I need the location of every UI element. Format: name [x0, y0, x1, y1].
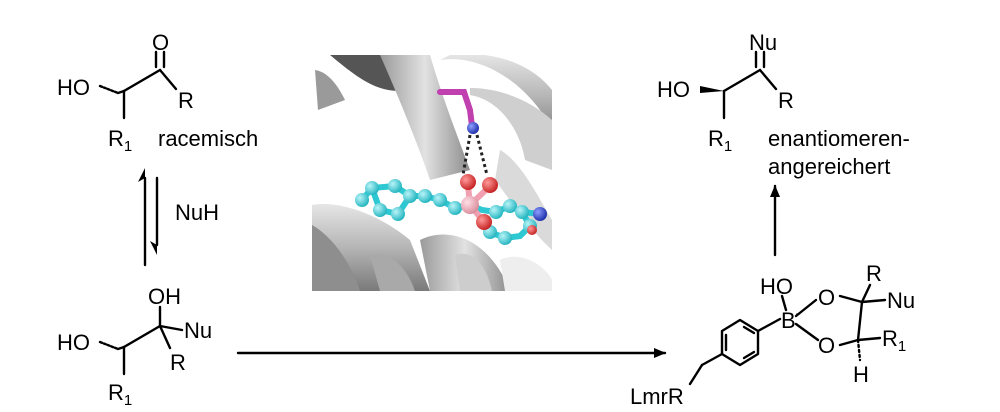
hydroxy-top-label: OH: [148, 284, 181, 309]
boron-label: B-: [781, 305, 801, 333]
r-group-label: R: [866, 261, 882, 286]
carbonyl-oxygen-label: O: [152, 30, 169, 55]
lmrr-protein-label: LmrR: [630, 384, 684, 409]
nucleophile-adduct: OH HO Nu R R1: [57, 284, 212, 409]
r1-label: R1: [708, 126, 732, 155]
racemic-note: racemisch: [158, 126, 258, 151]
nucleophile-label: Nu: [184, 318, 212, 343]
enantioenriched-note-line2: angereichert: [768, 154, 890, 179]
racemic-hydroxy-ketone: HO O R R1 racemisch: [57, 30, 258, 155]
equilibrium-arrows: NuH: [138, 168, 219, 267]
nucleophile-reagent-label: NuH: [175, 200, 219, 225]
hydroxy-label: HO: [57, 75, 90, 100]
enantioenriched-note-line1: enantiomeren-: [768, 126, 910, 151]
protein-binding-site-image: [312, 55, 552, 291]
r1-label: R1: [108, 380, 132, 409]
nucleophile-label: Nu: [887, 288, 915, 313]
ring-oxygen-top-label: O: [818, 285, 835, 310]
boron-hydroxy-label: HO: [760, 274, 793, 299]
r1-label: R1: [108, 126, 132, 155]
ring-oxygen-bottom-label: O: [818, 333, 835, 358]
r1-label: R1: [882, 326, 906, 355]
hydroxy-label: HO: [657, 77, 690, 102]
r-group-label: R: [178, 88, 194, 113]
hydrogen-label: H: [853, 362, 869, 387]
boronate-complex: HO B- O O R Nu R1 H LmrR: [630, 261, 915, 409]
r-group-label: R: [778, 88, 794, 113]
r-group-label: R: [170, 350, 186, 375]
nucleophile-label: Nu: [749, 30, 777, 55]
hydroxy-left-label: HO: [57, 330, 90, 355]
enantioenriched-product: Nu HO R R1 enantiomeren- angereichert: [657, 30, 910, 179]
